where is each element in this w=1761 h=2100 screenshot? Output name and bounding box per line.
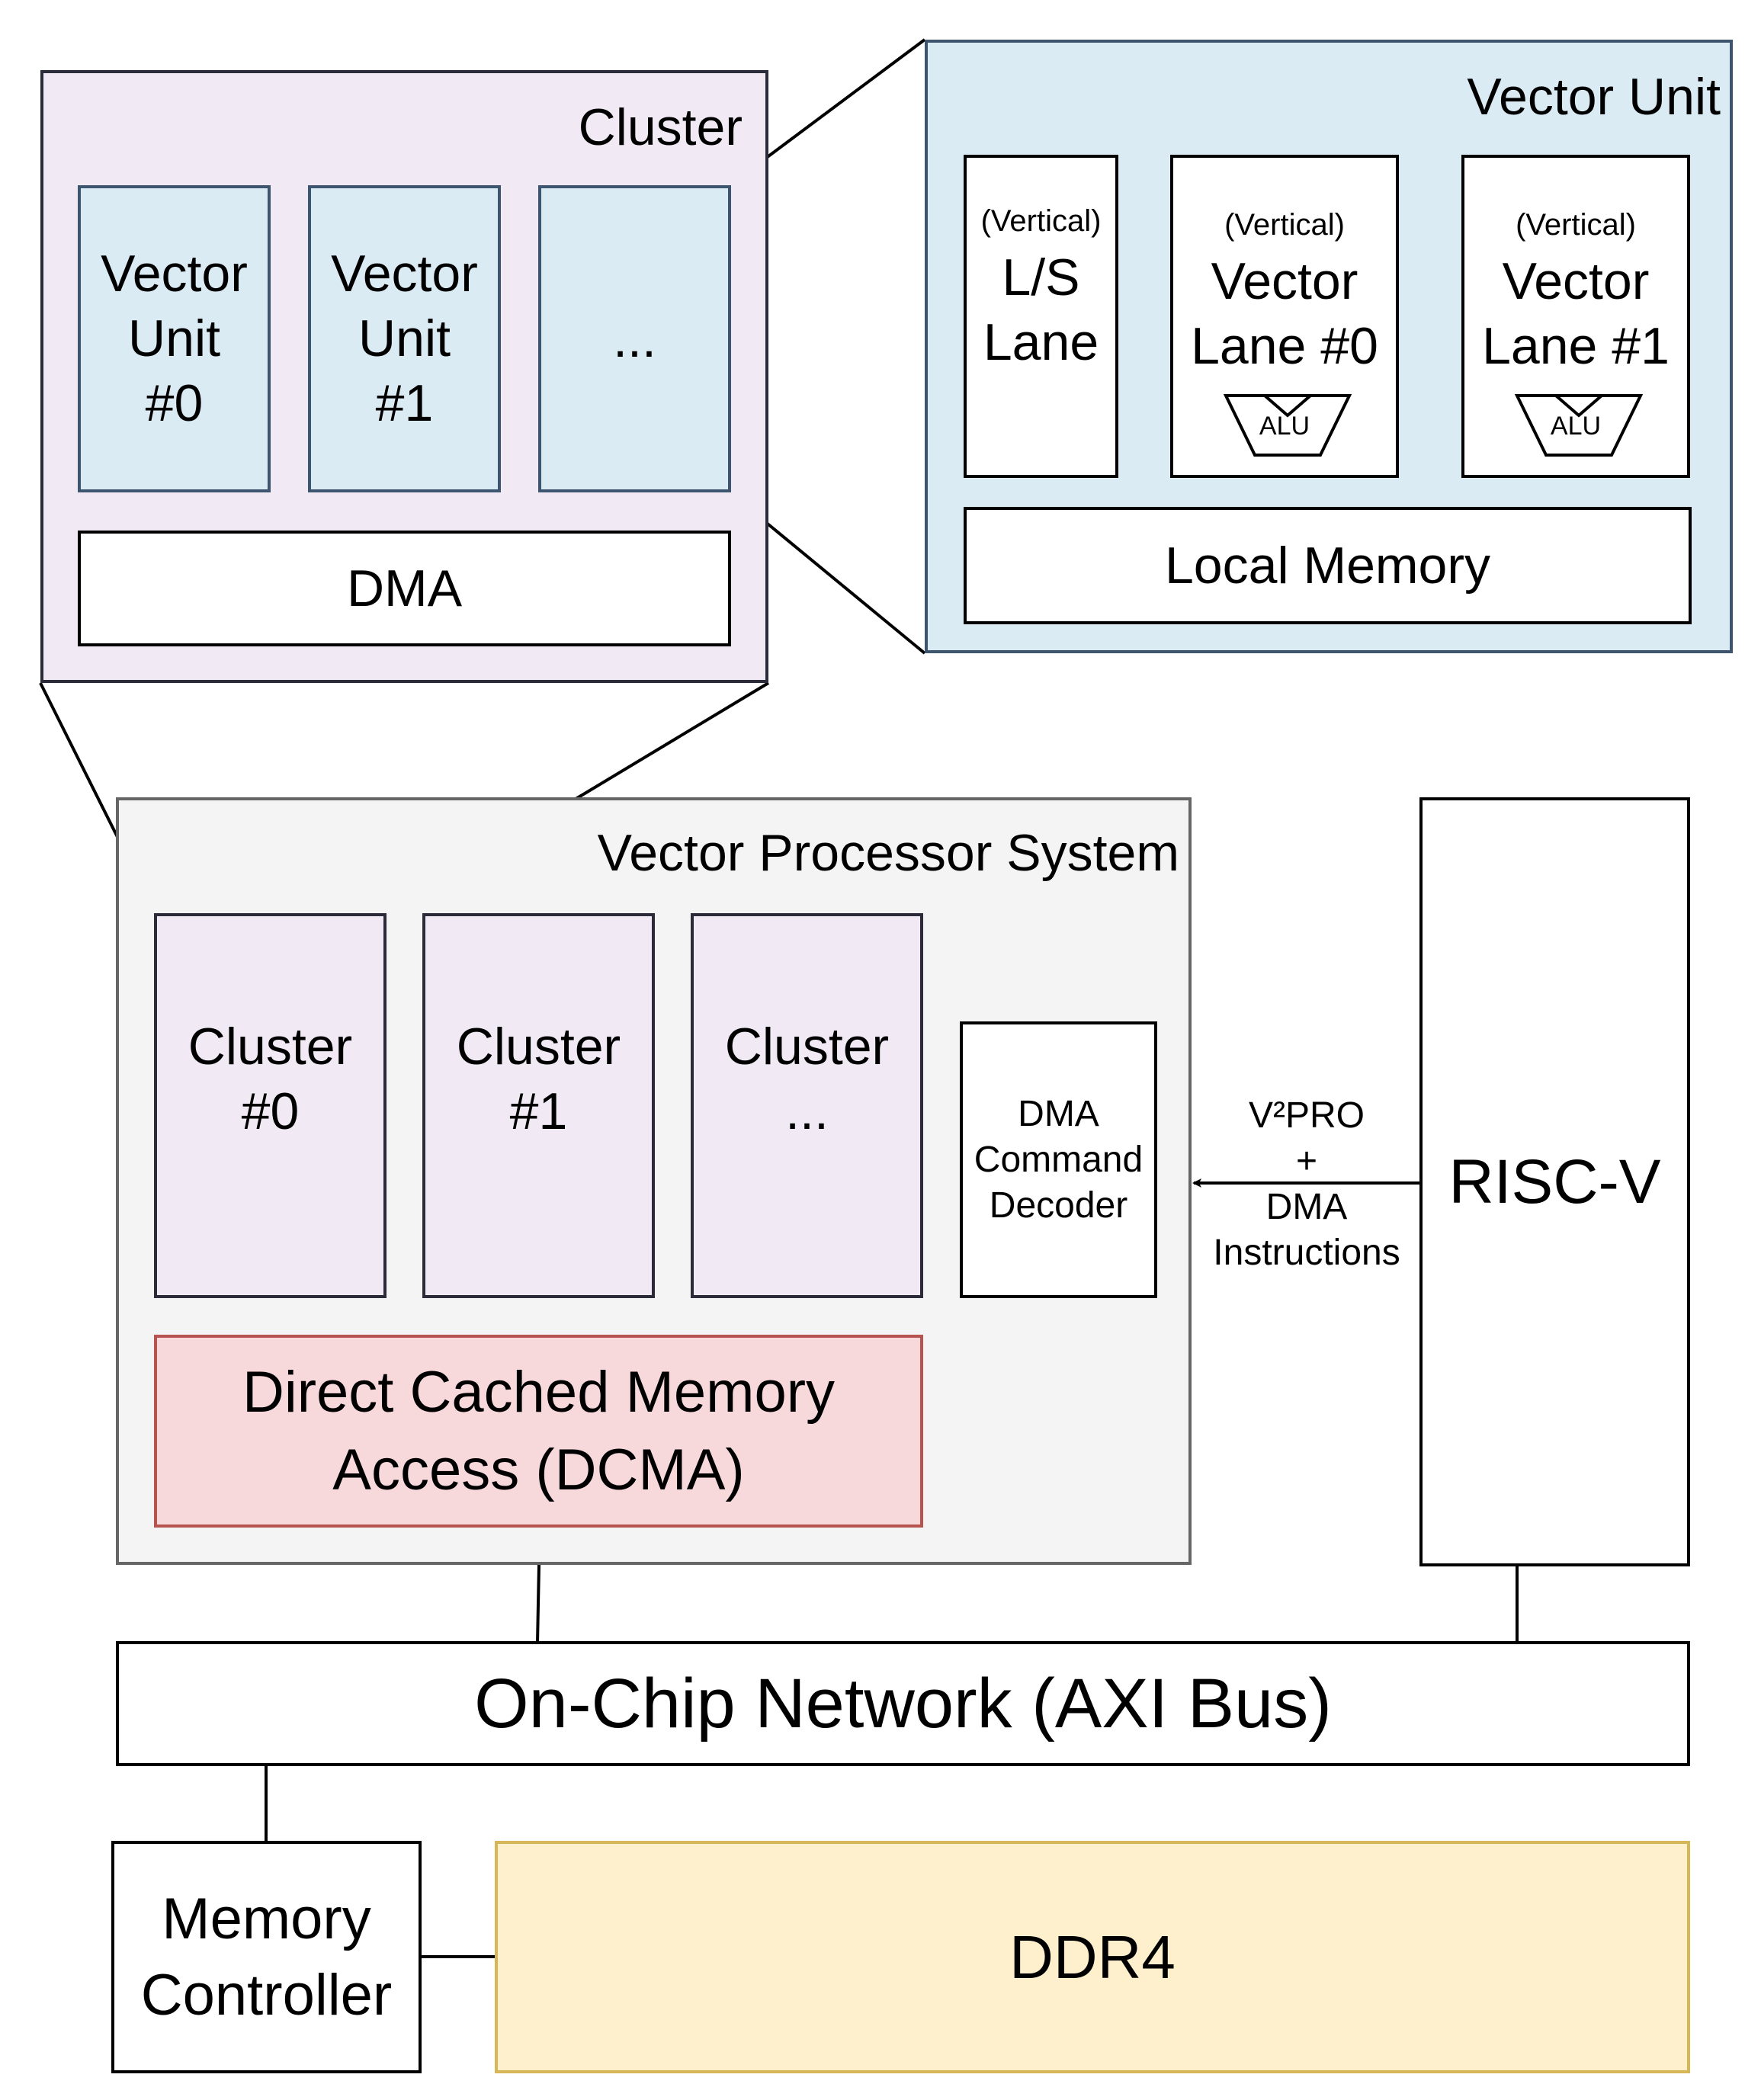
cluster-dma-label: DMA — [346, 559, 463, 617]
dcma-line1: Direct Cached Memory — [242, 1359, 836, 1425]
cluster-more[interactable]: Cluster ... — [691, 913, 923, 1298]
vector-lane-1-line1: Vector — [1502, 252, 1650, 310]
alu-icon — [1514, 394, 1644, 457]
memory-controller[interactable]: Memory Controller — [111, 1841, 422, 2073]
ls-lane[interactable]: (Vertical) L/S Lane — [964, 155, 1118, 478]
ls-lane-line2: Lane — [983, 313, 1099, 371]
on-chip-network-label: On-Chip Network (AXI Bus) — [474, 1664, 1332, 1743]
vector-unit-0-line1: Vector — [101, 245, 248, 303]
vector-unit-zoom-title: Vector Unit — [1467, 68, 1721, 126]
vector-lane-0-line2: Lane #0 — [1191, 317, 1378, 375]
cluster-0-line2: #0 — [241, 1082, 300, 1140]
vector-unit-1-line1: Vector — [331, 245, 478, 303]
instructions-line3: DMA — [1265, 1187, 1348, 1227]
dma-decoder-line2: Command — [974, 1139, 1144, 1180]
riscv[interactable]: RISC-V — [1419, 797, 1690, 1566]
instructions-line4: Instructions — [1213, 1233, 1400, 1273]
cluster-1-line1: Cluster — [456, 1017, 621, 1076]
instructions-line1: V²PRO — [1248, 1095, 1365, 1136]
cluster-more-line1: Cluster — [724, 1017, 890, 1076]
dma-command-decoder[interactable]: DMA Command Decoder — [960, 1021, 1157, 1298]
on-chip-network[interactable]: On-Chip Network (AXI Bus) — [116, 1641, 1690, 1766]
vector-unit-0-line3: #0 — [145, 374, 204, 432]
local-memory[interactable]: Local Memory — [964, 507, 1692, 624]
alu-0-label: ALU — [1259, 412, 1310, 441]
instructions-label: V²PRO + DMA Instructions — [1194, 1092, 1419, 1278]
dma-decoder-line1: DMA — [1018, 1093, 1099, 1134]
cluster-dma[interactable]: DMA — [78, 531, 731, 646]
vector-lane-1-line2: Lane #1 — [1482, 317, 1670, 375]
vector-lane-0-tag: (Vertical) — [1224, 208, 1345, 242]
cluster-0-line1: Cluster — [188, 1017, 353, 1076]
cluster-1-line2: #1 — [509, 1082, 568, 1140]
vector-lane-0-line1: Vector — [1211, 252, 1358, 310]
cluster-more-line2: ... — [785, 1082, 829, 1140]
instructions-line2: + — [1295, 1141, 1318, 1181]
vector-unit-1[interactable]: Vector Unit #1 — [308, 185, 501, 492]
vector-unit-1-line3: #1 — [375, 374, 434, 432]
vector-unit-more-label: ... — [613, 309, 656, 368]
ddr4-label: DDR4 — [1009, 1922, 1176, 1991]
local-memory-label: Local Memory — [1164, 537, 1491, 595]
cluster-zoom-title: Cluster — [578, 98, 743, 156]
alu-1-label: ALU — [1550, 412, 1602, 441]
vector-unit-1-line2: Unit — [358, 309, 451, 367]
vector-unit-more[interactable]: ... — [538, 185, 731, 492]
vector-lane-1[interactable]: (Vertical) Vector Lane #1 ALU — [1461, 155, 1690, 478]
memory-controller-line1: Memory — [162, 1886, 371, 1951]
dcma[interactable]: Direct Cached Memory Access (DCMA) — [154, 1335, 923, 1528]
dma-decoder-line3: Decoder — [989, 1185, 1128, 1226]
ddr4[interactable]: DDR4 — [495, 1841, 1690, 2073]
alu-icon — [1223, 394, 1352, 457]
ls-lane-tag: (Vertical) — [980, 204, 1102, 238]
cluster-1[interactable]: Cluster #1 — [422, 913, 655, 1298]
vector-unit-0[interactable]: Vector Unit #0 — [78, 185, 271, 492]
ls-lane-line1: L/S — [1002, 248, 1080, 306]
memory-controller-line2: Controller — [140, 1962, 393, 2028]
dcma-line2: Access (DCMA) — [332, 1437, 745, 1502]
vector-processor-system-title: Vector Processor System — [597, 824, 1179, 882]
riscv-label: RISC-V — [1448, 1146, 1661, 1217]
vector-lane-1-tag: (Vertical) — [1516, 208, 1636, 242]
vector-unit-0-line2: Unit — [128, 309, 220, 367]
vector-lane-0[interactable]: (Vertical) Vector Lane #0 ALU — [1170, 155, 1399, 478]
cluster-0[interactable]: Cluster #0 — [154, 913, 387, 1298]
